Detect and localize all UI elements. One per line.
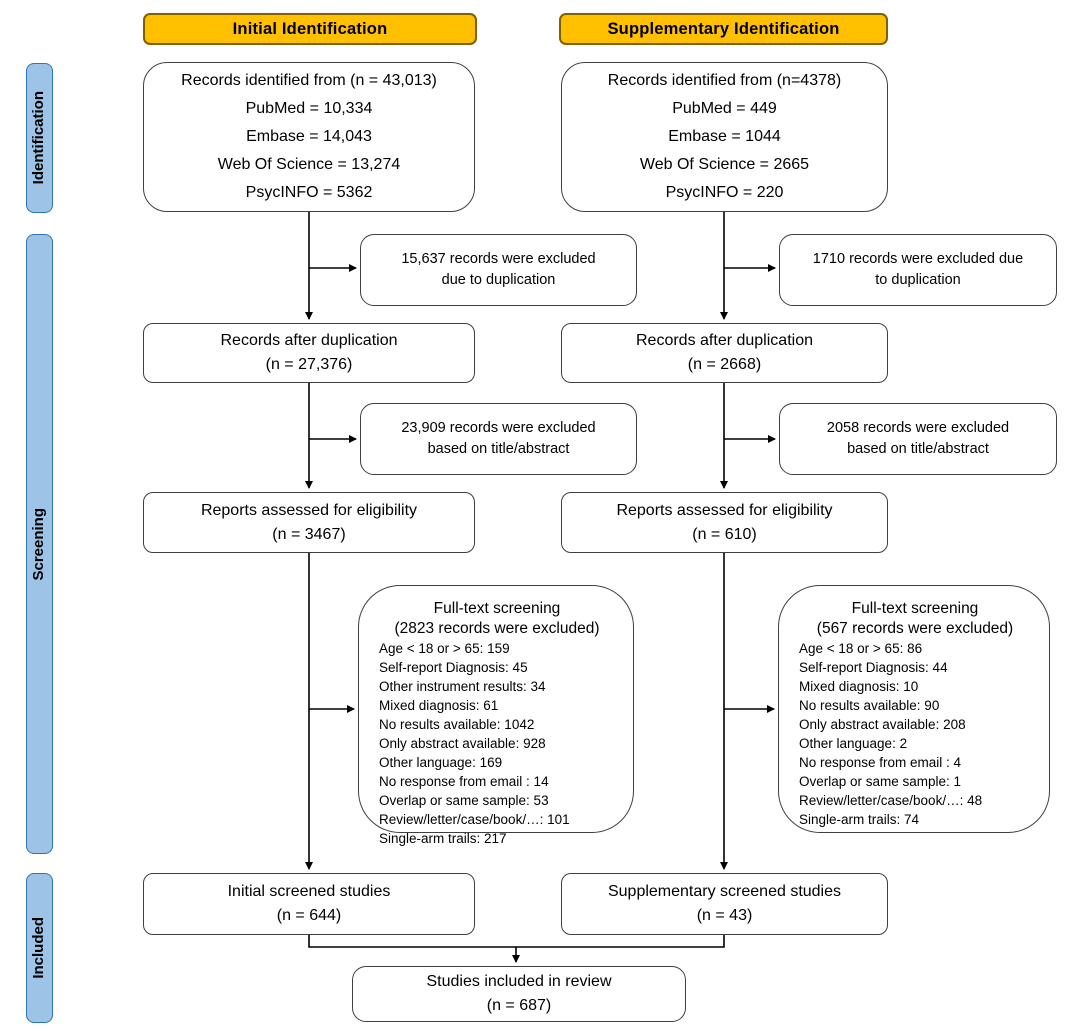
- fulltext-subtitle: (2823 records were excluded): [394, 620, 600, 637]
- fulltext-title: Full-text screening: [433, 600, 561, 617]
- exclusion-reason: No response from email : 14: [379, 774, 549, 789]
- exclusion-reason: Other language: 169: [379, 755, 503, 770]
- box-line: 15,637 records were excluded: [401, 250, 596, 267]
- studies-included-box: Studies included in review (n = 687): [352, 966, 686, 1022]
- phase-label: Identification: [30, 91, 48, 185]
- box-line: Initial screened studies: [227, 883, 391, 900]
- initial-screened-studies-box: Initial screened studies (n = 644): [143, 873, 475, 935]
- exclusion-reason: Only abstract available: 208: [799, 717, 966, 732]
- box-line: PsycINFO = 5362: [245, 184, 373, 201]
- box-line: Supplementary screened studies: [607, 883, 842, 900]
- fulltext-subtitle: (567 records were excluded): [816, 620, 1014, 637]
- box-line: Web Of Science = 13,274: [217, 156, 401, 173]
- box-line: 1710 records were excluded due: [812, 250, 1024, 267]
- exclusion-reason: Age < 18 or > 65: 159: [379, 641, 510, 656]
- supplementary-identification-header: Supplementary Identification: [559, 13, 888, 45]
- fulltext-title: Full-text screening: [851, 600, 979, 617]
- box-line: Records identified from (n = 43,013): [181, 72, 437, 89]
- exclusion-reason: Other instrument results: 34: [379, 679, 546, 694]
- box-line: Records after duplication: [636, 332, 813, 349]
- sidebar-phase-screening: Screening: [26, 234, 53, 854]
- exclusion-reason: Self-report Diagnosis: 44: [799, 660, 948, 675]
- box-line: Embase = 1044: [668, 128, 781, 145]
- box-line: (n = 2668): [687, 356, 762, 373]
- phase-label: Screening: [30, 507, 48, 581]
- box-line: PubMed = 10,334: [245, 100, 373, 117]
- box-line: based on title/abstract: [427, 441, 570, 457]
- exclusion-reason: No results available: 90: [799, 698, 940, 713]
- exclusion-reason: Review/letter/case/book/…: 48: [799, 793, 983, 808]
- box-line: 23,909 records were excluded: [401, 419, 596, 436]
- exclusion-reason: Mixed diagnosis: 10: [799, 679, 919, 694]
- header-label: Supplementary Identification: [607, 19, 840, 38]
- exclusion-reason: Review/letter/case/book/…: 101: [379, 812, 570, 827]
- box-line: (n = 3467): [272, 525, 346, 543]
- exclusion-reason: Overlap or same sample: 53: [379, 793, 549, 808]
- sidebar-phase-identification: Identification: [26, 63, 53, 213]
- initial-after-duplication-box: Records after duplication (n = 27,376): [143, 323, 475, 383]
- exclusion-reason: Single-arm trails: 217: [379, 831, 507, 846]
- phase-label: Included: [30, 917, 48, 979]
- box-line: PubMed = 449: [672, 100, 777, 117]
- box-line: Reports assessed for eligibility: [200, 501, 418, 519]
- box-line: Records identified from (n=4378): [607, 72, 842, 89]
- exclusion-reason: Only abstract available: 928: [379, 736, 546, 751]
- box-line: Web Of Science = 2665: [639, 156, 810, 173]
- sidebar-phase-included: Included: [26, 873, 53, 1023]
- box-line: (n = 27,376): [265, 356, 353, 373]
- box-line: (n = 43): [696, 907, 753, 924]
- box-line: to duplication: [875, 272, 961, 288]
- supplementary-fulltext-screening-box: Full-text screening (567 records were ex…: [778, 585, 1050, 833]
- box-line: Reports assessed for eligibility: [616, 501, 833, 519]
- initial-identification-header: Initial Identification: [143, 13, 477, 45]
- box-line: 2058 records were excluded: [826, 419, 1010, 436]
- box-line: (n = 610): [692, 525, 757, 543]
- box-line: due to duplication: [441, 272, 556, 288]
- header-label: Initial Identification: [232, 19, 388, 38]
- box-line: (n = 687): [486, 997, 552, 1014]
- supplementary-after-duplication-box: Records after duplication (n = 2668): [561, 323, 888, 383]
- initial-assessed-eligibility-box: Reports assessed for eligibility (n = 34…: [143, 492, 475, 553]
- initial-records-identified-box: Records identified from (n = 43,013) Pub…: [143, 62, 475, 212]
- box-line: PsycINFO = 220: [665, 184, 784, 201]
- supplementary-screened-studies-box: Supplementary screened studies (n = 43): [561, 873, 888, 935]
- supplementary-assessed-eligibility-box: Reports assessed for eligibility (n = 61…: [561, 492, 888, 553]
- supplementary-title-abstract-excluded-box: 2058 records were excluded based on titl…: [779, 403, 1057, 475]
- exclusion-reason: Mixed diagnosis: 61: [379, 698, 499, 713]
- initial-duplication-excluded-box: 15,637 records were excluded due to dupl…: [360, 234, 637, 306]
- box-line: Records after duplication: [220, 332, 398, 349]
- box-line: (n = 644): [276, 907, 342, 924]
- exclusion-reason: No results available: 1042: [379, 717, 535, 732]
- supplementary-duplication-excluded-box: 1710 records were excluded due to duplic…: [779, 234, 1057, 306]
- exclusion-reason: Self-report Diagnosis: 45: [379, 660, 528, 675]
- initial-fulltext-screening-box: Full-text screening (2823 records were e…: [358, 585, 634, 846]
- supplementary-records-identified-box: Records identified from (n=4378) PubMed …: [561, 62, 888, 212]
- box-line: based on title/abstract: [847, 441, 989, 457]
- box-line: Studies included in review: [426, 973, 612, 990]
- exclusion-reason: Overlap or same sample: 1: [799, 774, 962, 789]
- exclusion-reason: No response from email : 4: [799, 755, 962, 770]
- exclusion-reason: Other language: 2: [799, 736, 908, 751]
- exclusion-reason: Single-arm trails: 74: [799, 812, 920, 827]
- exclusion-reason: Age < 18 or > 65: 86: [799, 641, 923, 656]
- initial-title-abstract-excluded-box: 23,909 records were excluded based on ti…: [360, 403, 637, 475]
- box-line: Embase = 14,043: [246, 128, 372, 145]
